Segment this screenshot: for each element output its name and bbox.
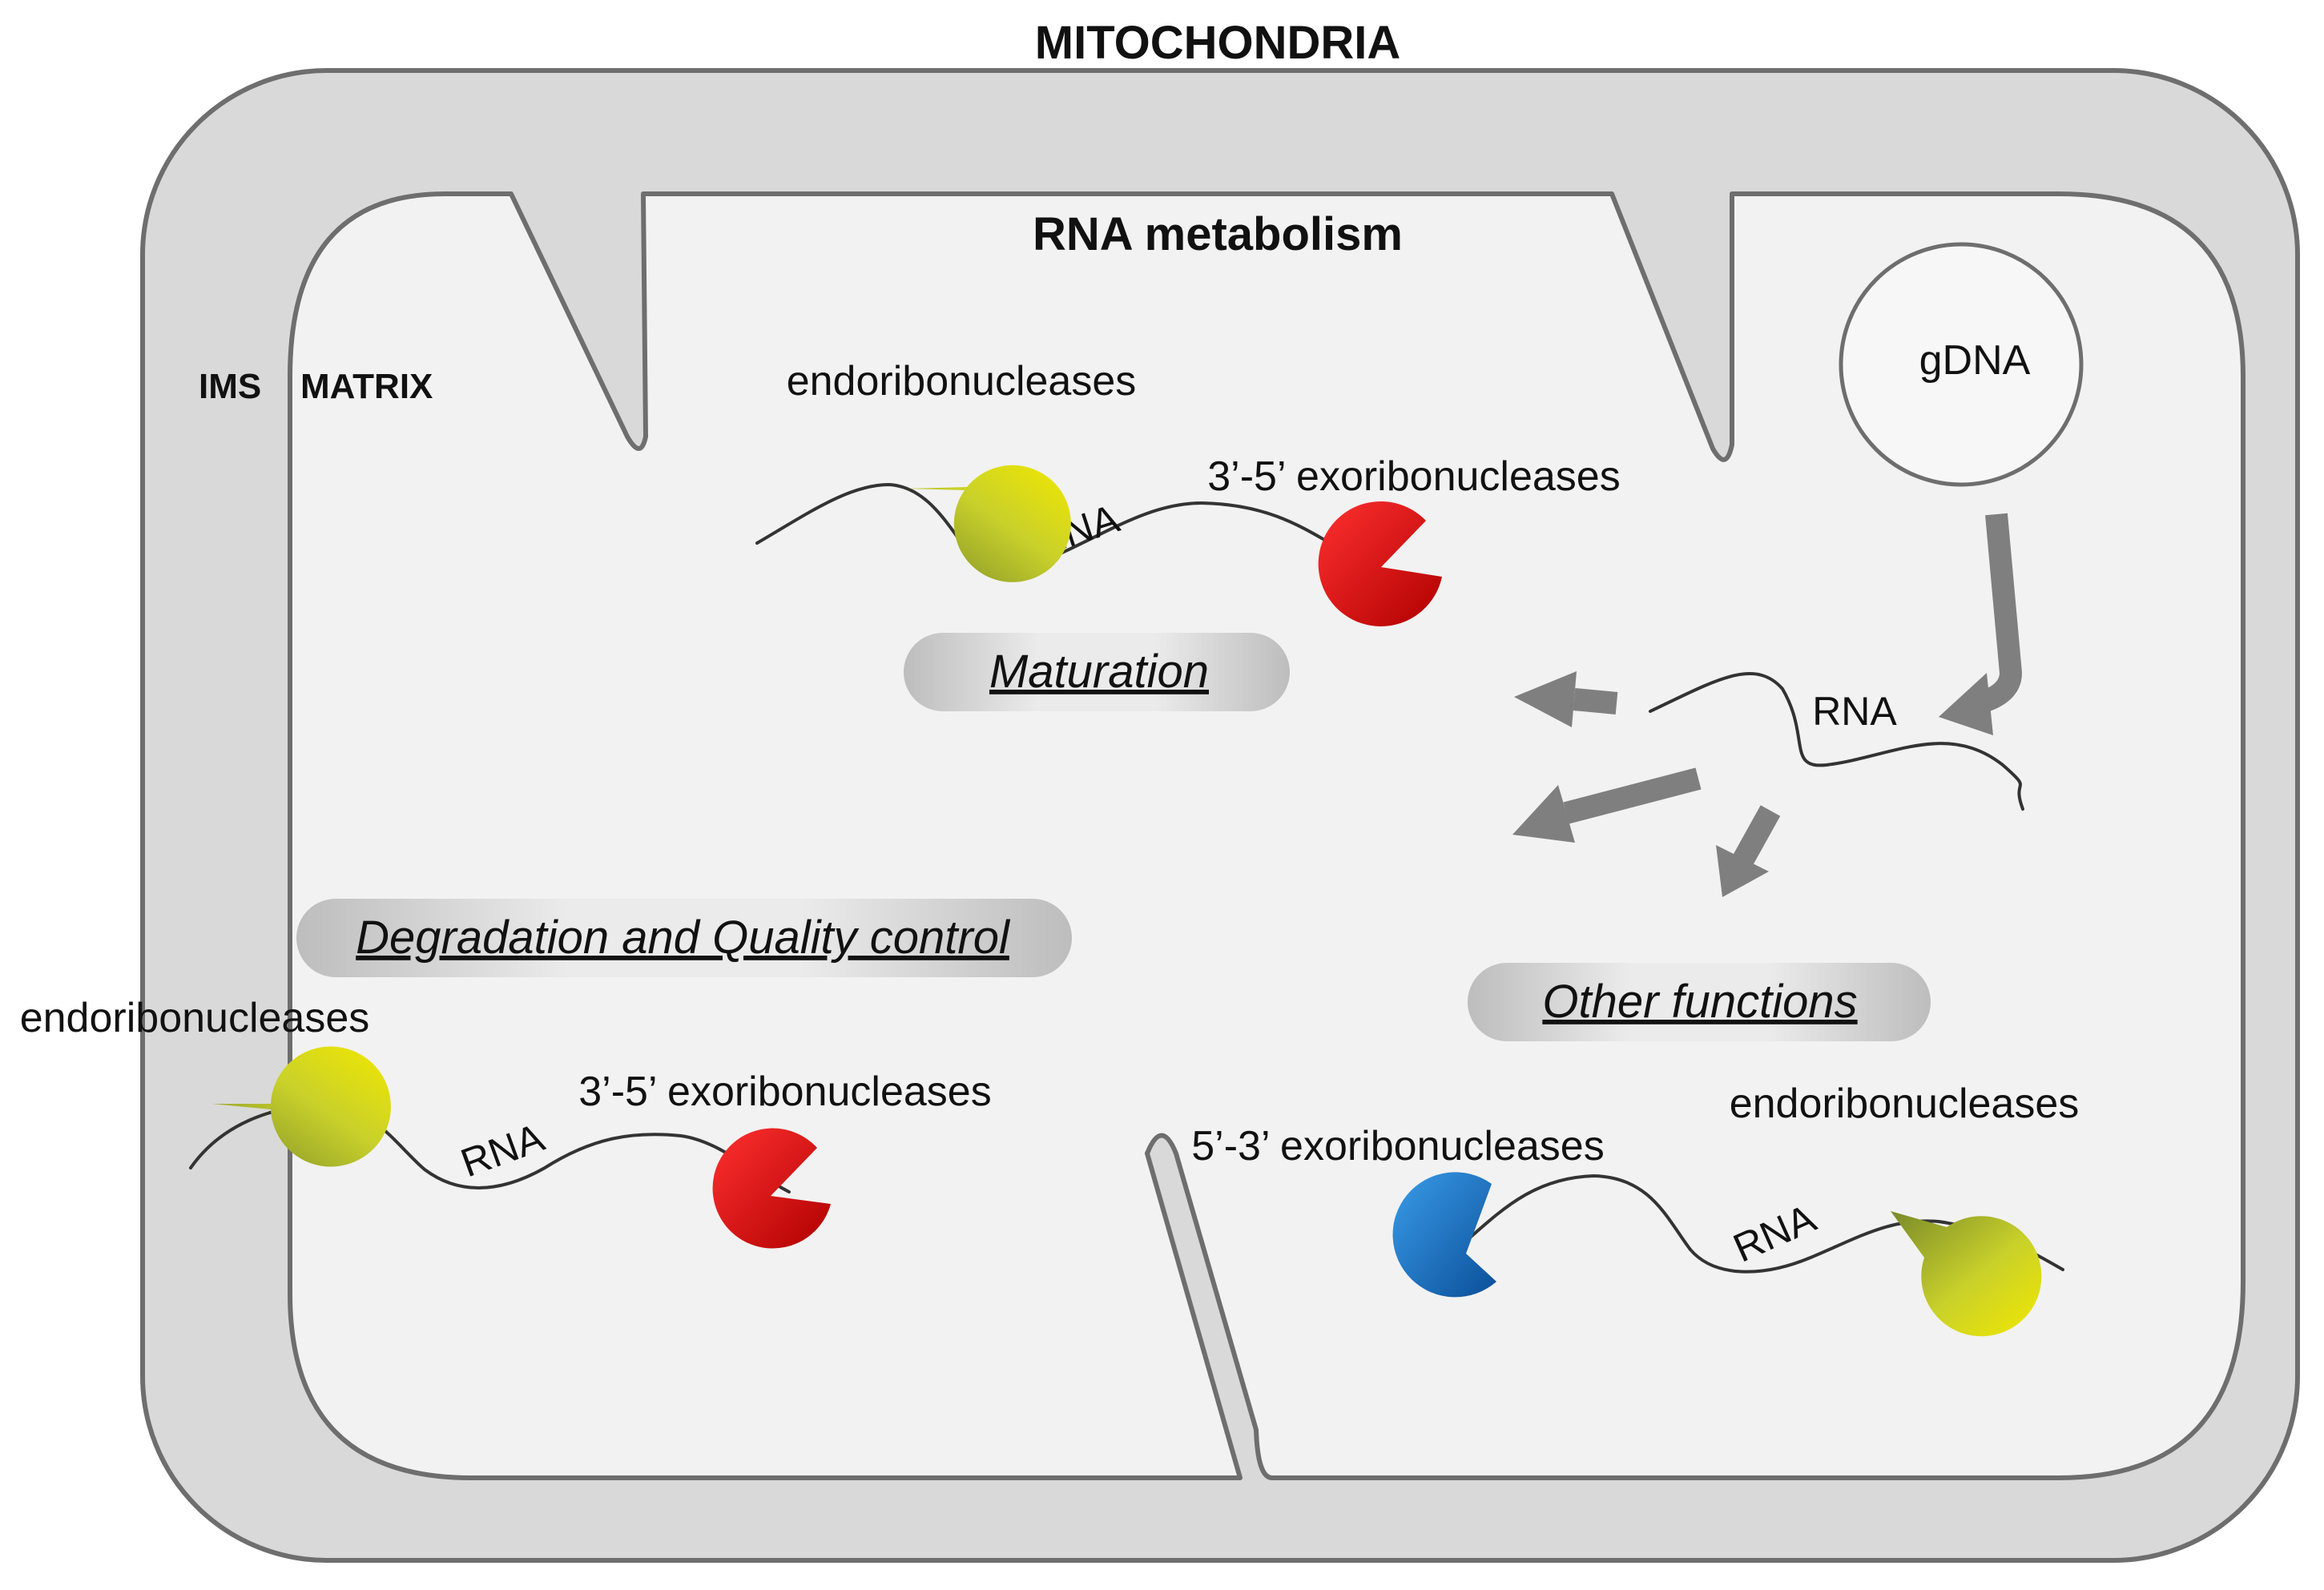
left-exo-3-5-label: 3’-5’ exoribonucleases: [578, 1069, 991, 1115]
gdna-label: gDNA: [1919, 337, 2031, 384]
arrowhead-to-other-functions: [1716, 845, 1769, 897]
maturation-label: Maturation: [989, 646, 1209, 698]
diagram-title: MITOCHONDRIA: [1035, 17, 1400, 69]
matrix-label: MATRIX: [300, 367, 433, 406]
right-exoribonuclease-shape: [1392, 1172, 1496, 1298]
other-functions-pill: [1468, 963, 1931, 1041]
right-endoribonuclease-shape: [1891, 1211, 2042, 1337]
diagram-subtitle: RNA metabolism: [1033, 208, 1403, 260]
right-exo-5-3-label: 5’-3’ exoribonucleases: [1191, 1123, 1604, 1169]
ims-label: IMS: [199, 367, 261, 406]
other-functions-label: Other functions: [1542, 976, 1857, 1028]
arrowhead-to-degradation: [1512, 785, 1575, 843]
degradation-pill: [296, 899, 1072, 977]
arrow-to-degradation: [1563, 767, 1702, 824]
left-exoribonuclease-shape: [712, 1128, 831, 1249]
top-endoribonucleases-label: endoribonucleases: [787, 358, 1137, 405]
arrow-to-other-functions: [1732, 805, 1781, 867]
arrow-to-maturation: [1573, 688, 1618, 714]
central-rna-label: RNA: [1812, 689, 1897, 734]
top-endoribonuclease-shape: [907, 465, 1071, 582]
central-rna-strand: [1649, 672, 2024, 811]
gdna-circle: [1839, 242, 2084, 487]
top-exoribonuclease-shape: [1318, 501, 1442, 626]
transcription-arrowhead: [1939, 673, 1993, 735]
transcription-arrow: [1968, 513, 2023, 716]
left-endoribonuclease-shape: [212, 1046, 391, 1167]
left-endoribonucleases-label: endoribonucleases: [20, 995, 370, 1041]
maturation-pill: [904, 633, 1290, 711]
degradation-label: Degradation and Quality control: [356, 912, 1011, 964]
arrowhead-to-maturation: [1514, 671, 1577, 727]
top-exo-3-5-label: 3’-5’ exoribonucleases: [1207, 453, 1620, 500]
right-endoribonucleases-label: endoribonucleases: [1730, 1081, 2080, 1127]
